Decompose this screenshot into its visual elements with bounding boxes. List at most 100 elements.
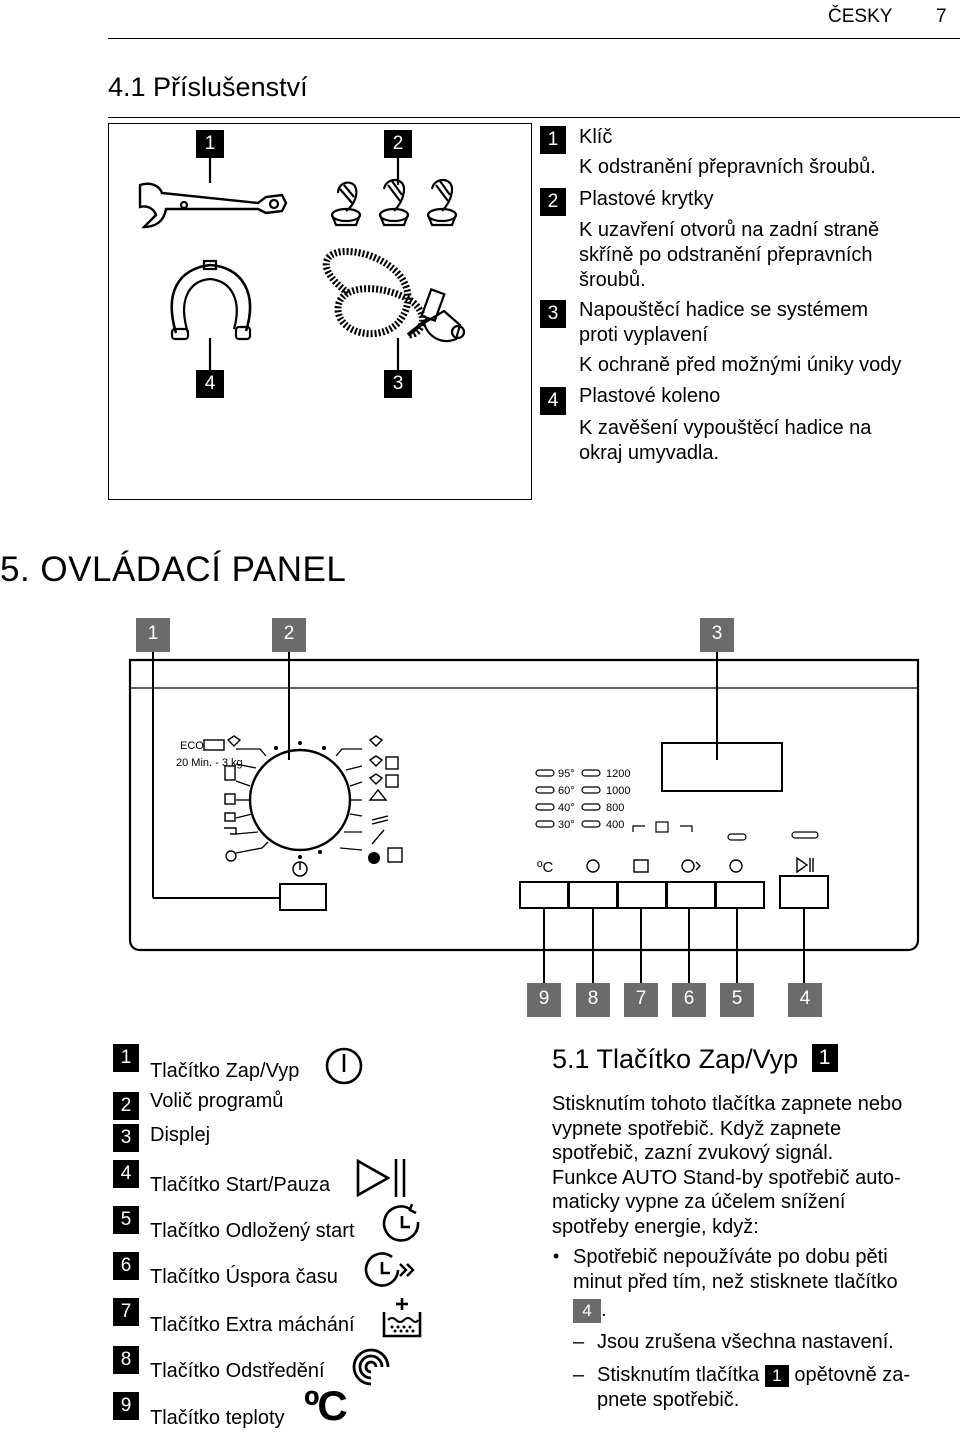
item-num-3: 3 bbox=[540, 300, 566, 328]
header-divider bbox=[108, 38, 960, 39]
dash-marker-2: – bbox=[573, 1364, 585, 1386]
page-number: 7 bbox=[936, 6, 947, 27]
panel-min-text: 20 Min. - 3 kg bbox=[176, 757, 243, 769]
dash-item-2-line-2: pnete spotřebič. bbox=[597, 1388, 740, 1411]
start-pause-icon bbox=[354, 1155, 410, 1201]
item-title-key: Klíč bbox=[579, 126, 613, 148]
legend-num-5: 5 bbox=[113, 1206, 139, 1234]
panel-temp-40: 40° bbox=[558, 802, 575, 814]
legend-num-8: 8 bbox=[113, 1346, 139, 1374]
legend-num-4: 4 bbox=[113, 1160, 139, 1188]
header-language: ČESKY bbox=[828, 6, 893, 27]
time-save-icon bbox=[362, 1248, 418, 1294]
control-panel-illustration: ECO 20 Min. - 3 kg 95° 60° 40° 30° 1200 … bbox=[128, 652, 920, 985]
power-icon bbox=[324, 1046, 364, 1086]
item-title-caps: Plastové krytky bbox=[579, 188, 714, 210]
bullet-end: . bbox=[601, 1299, 607, 1321]
legend-label-7: Tlačítko Extra máchání bbox=[150, 1314, 355, 1336]
panel-label-3: 3 bbox=[700, 618, 734, 652]
figure-label-2: 2 bbox=[384, 130, 412, 158]
legend-num-6: 6 bbox=[113, 1252, 139, 1280]
panel-label-5: 5 bbox=[720, 983, 754, 1017]
legend-label-4: Tlačítko Start/Pauza bbox=[150, 1174, 331, 1196]
para-line: spotřebič, zazní zvukový signál. bbox=[552, 1142, 834, 1164]
extra-rinse-icon bbox=[380, 1296, 426, 1342]
section-51-heading: 5.1 Tlačítko Zap/Vyp 1 bbox=[552, 1044, 838, 1075]
panel-eco-text: ECO bbox=[180, 740, 204, 752]
panel-spin-400: 400 bbox=[606, 819, 624, 831]
temperature-icon: ºC bbox=[304, 1382, 348, 1429]
accessories-figure bbox=[108, 123, 532, 500]
panel-label-1: 1 bbox=[136, 618, 170, 652]
bullet-line-1: Spotřebič nepoužíváte po dobu pěti bbox=[573, 1246, 888, 1268]
section-51-heading-text: 5.1 Tlačítko Zap/Vyp bbox=[552, 1044, 799, 1074]
bullet-marker: • bbox=[553, 1246, 560, 1266]
dash-item-2: Stisknutím tlačítka 1 opětovně za- pnete… bbox=[597, 1363, 910, 1412]
section-51-paragraph: Stisknutím tohoto tlačítka zapnete nebo … bbox=[552, 1092, 902, 1239]
legend-num-9: 9 bbox=[113, 1392, 139, 1420]
item-desc-elbow-2: okraj umyvadla. bbox=[579, 442, 720, 464]
accessories-heading: 4.1 Příslušenství bbox=[108, 72, 308, 102]
section-51-badge: 1 bbox=[811, 1044, 838, 1072]
legend-label-5: Tlačítko Odložený start bbox=[150, 1220, 355, 1242]
legend-label-6: Tlačítko Úspora času bbox=[150, 1266, 338, 1288]
figure-label-4: 4 bbox=[196, 370, 224, 398]
item-num-2: 2 bbox=[540, 188, 566, 216]
legend-label-1: Tlačítko Zap/Vyp bbox=[150, 1060, 300, 1082]
dash-item-1: Jsou zrušena všechna nastavení. bbox=[597, 1331, 894, 1353]
item-num-1: 1 bbox=[540, 126, 566, 154]
legend-label-3: Displej bbox=[150, 1124, 211, 1146]
panel-label-8: 8 bbox=[576, 983, 610, 1017]
spin-icon bbox=[350, 1346, 392, 1388]
legend-num-1: 1 bbox=[113, 1044, 139, 1072]
dash-item-2-post: opětovně za- bbox=[794, 1364, 911, 1386]
legend-num-7: 7 bbox=[113, 1298, 139, 1326]
panel-spin-1200: 1200 bbox=[606, 768, 630, 780]
legend-label-9: Tlačítko teploty bbox=[150, 1407, 285, 1429]
item-title-elbow: Plastové koleno bbox=[579, 385, 721, 407]
panel-celsius-text: ºC bbox=[537, 859, 553, 876]
bullet-line-3: 4. bbox=[573, 1298, 898, 1323]
item-desc-caps-3: šroubů. bbox=[579, 269, 646, 291]
para-line: maticky vypne za účelem snížení bbox=[552, 1191, 846, 1213]
item-desc-hose: K ochraně před možnými úniky vody bbox=[579, 354, 902, 376]
dash-item-2-pre: Stisknutím tlačítka bbox=[597, 1364, 760, 1386]
panel-label-4: 4 bbox=[788, 983, 822, 1017]
panel-label-7: 7 bbox=[624, 983, 658, 1017]
accessories-illustration bbox=[138, 158, 466, 370]
para-line: Funkce AUTO Stand-by spotřebič auto- bbox=[552, 1166, 901, 1189]
panel-label-2: 2 bbox=[272, 618, 306, 652]
legend-label-8: Tlačítko Odstředění bbox=[150, 1360, 325, 1382]
bullet-line-2: minut před tím, než stisknete tlačítko bbox=[573, 1270, 898, 1293]
panel-label-9: 9 bbox=[527, 983, 561, 1017]
bullet-item: Spotřebič nepoužíváte po dobu pěti minut… bbox=[573, 1245, 898, 1323]
panel-label-6: 6 bbox=[672, 983, 706, 1017]
item-desc-elbow-1: K zavěšení vypouštěcí hadice na bbox=[579, 417, 872, 439]
bullet-badge: 4 bbox=[573, 1298, 601, 1323]
item-title-hose-2: proti vyplavení bbox=[579, 324, 708, 346]
dash-item-2-badge: 1 bbox=[764, 1364, 789, 1387]
para-line: vypnete spotřebič. Když zapnete bbox=[552, 1117, 842, 1140]
panel-temp-60: 60° bbox=[558, 785, 575, 797]
legend-num-2: 2 bbox=[113, 1092, 139, 1120]
panel-temp-95: 95° bbox=[558, 768, 575, 780]
item-desc-caps-2: skříně po odstranění přepravních bbox=[579, 244, 873, 266]
item-desc-caps-1: K uzavření otvorů na zadní straně bbox=[579, 219, 880, 241]
figure-label-1: 1 bbox=[196, 130, 224, 158]
dash-item-2-line-1: Stisknutím tlačítka 1 opětovně za- bbox=[597, 1363, 910, 1388]
control-panel-heading: 5. OVLÁDACÍ PANEL bbox=[0, 550, 347, 589]
legend-label-2: Volič programů bbox=[150, 1090, 284, 1112]
dash-marker-1: – bbox=[573, 1331, 585, 1353]
accessories-divider bbox=[108, 117, 960, 118]
panel-spin-800: 800 bbox=[606, 802, 624, 814]
delay-start-icon bbox=[380, 1200, 430, 1250]
item-title-hose-1: Napouštěcí hadice se systémem bbox=[579, 299, 869, 321]
item-desc-key: K odstranění přepravních šroubů. bbox=[579, 156, 876, 178]
panel-temp-30: 30° bbox=[558, 819, 575, 831]
panel-spin-1000: 1000 bbox=[606, 785, 630, 797]
para-line: Stisknutím tohoto tlačítka zapnete nebo bbox=[552, 1093, 903, 1115]
para-line: spotřeby energie, když: bbox=[552, 1215, 759, 1238]
item-num-4: 4 bbox=[540, 387, 566, 415]
figure-label-3: 3 bbox=[384, 370, 412, 398]
legend-num-3: 3 bbox=[113, 1124, 139, 1152]
